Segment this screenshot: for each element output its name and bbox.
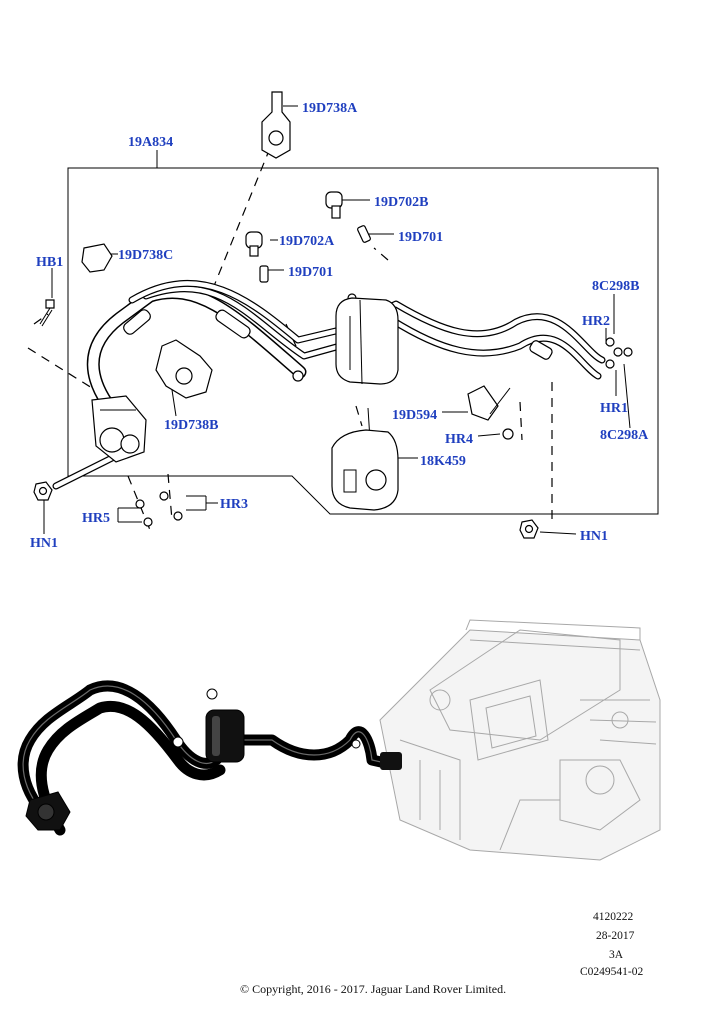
cap-19d701-lower [259, 265, 269, 283]
label-8c298b: 8C298B [592, 279, 639, 294]
footer-codes: 4120222 28-2017 3A C0249541-02 [580, 911, 644, 978]
sensor-19d594 [467, 385, 511, 421]
code-28-2017: 28-2017 [596, 930, 635, 942]
label-19d738b: 19D738B [164, 418, 218, 433]
bolt-hb1 [39, 299, 55, 327]
label-19d701-upper: 19D701 [398, 230, 443, 245]
label-19d738c: 19D738C [118, 248, 173, 263]
label-hr1: HR1 [600, 401, 628, 416]
label-19d702b: 19D702B [374, 195, 428, 210]
code-c0249541: C0249541-02 [580, 966, 644, 978]
receiver-drier [335, 297, 399, 385]
muffler-18k459 [331, 429, 399, 511]
label-hr5: HR5 [82, 511, 110, 526]
nut-hn1-left [33, 481, 53, 501]
label-8c298a: 8C298A [600, 428, 649, 443]
o-rings [135, 337, 633, 527]
compressor-manifold [91, 395, 147, 463]
nut-hn1-right [519, 519, 539, 539]
label-19d701-lower: 19D701 [288, 265, 333, 280]
label-19d594: 19D594 [392, 408, 437, 423]
label-18k459: 18K459 [420, 454, 466, 469]
valve-19d702b [325, 191, 343, 219]
bracket-19d738b [155, 339, 213, 399]
assembly-outline [67, 150, 659, 515]
bracket-19d738a [261, 91, 291, 159]
bracket-19d738c [81, 243, 113, 273]
label-hr3: HR3 [220, 497, 248, 512]
label-hn1-right: HN1 [580, 529, 608, 544]
label-19d738a: 19D738A [302, 101, 358, 116]
valve-19d702a [245, 231, 263, 257]
hvac-unit-illustration [379, 619, 661, 861]
cap-19d701-upper [357, 225, 371, 243]
label-hb1: HB1 [36, 255, 63, 270]
label-hr2: HR2 [582, 314, 610, 329]
label-19d702a: 19D702A [279, 234, 335, 249]
installed-pipe-illustration [17, 680, 402, 836]
label-hr4: HR4 [445, 432, 473, 447]
code-4120222: 4120222 [593, 911, 634, 923]
copyright-notice: © Copyright, 2016 - 2017. Jaguar Land Ro… [240, 982, 506, 996]
callout-labels: 19A834 19D738A 19D738C 19D738B HB1 HN1 H… [30, 101, 649, 551]
refrigerant-pipe-assembly [52, 280, 606, 490]
code-3a: 3A [609, 949, 624, 961]
leader-lines [43, 105, 631, 535]
label-hn1-left: HN1 [30, 536, 58, 551]
label-19a834: 19A834 [128, 135, 173, 150]
